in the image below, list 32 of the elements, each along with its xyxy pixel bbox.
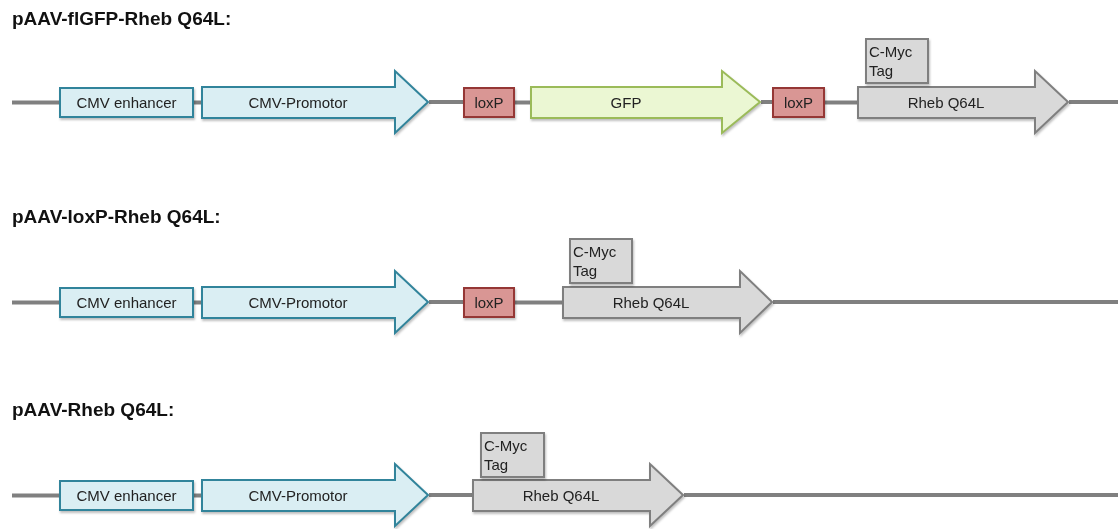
dna-backbone-line — [12, 493, 59, 498]
construct-heading: pAAV-flGFP-Rheb Q64L: — [12, 8, 232, 30]
enhancer-box: CMV enhancer — [59, 87, 194, 118]
dna-backbone-line — [773, 300, 1118, 304]
dna-backbone-line — [825, 100, 857, 105]
tag-box: C-Myc Tag — [480, 432, 545, 478]
dna-backbone-line — [761, 100, 772, 104]
dna-backbone-line — [12, 300, 59, 305]
dna-backbone-line — [194, 100, 201, 105]
dna-backbone-line — [12, 100, 59, 105]
dna-backbone-line — [429, 100, 463, 104]
enhancer-box: CMV enhancer — [59, 287, 194, 318]
dna-backbone-line — [684, 493, 1118, 497]
promoter-segment: CMV-Promotor — [201, 270, 429, 334]
dna-backbone-line — [194, 493, 201, 498]
dna-backbone-line — [429, 493, 472, 497]
loxp-box: loxP — [463, 287, 515, 318]
promoter-segment: CMV-Promotor — [201, 70, 429, 134]
dna-backbone-line — [429, 300, 463, 304]
construct-heading: pAAV-loxP-Rheb Q64L: — [12, 206, 221, 228]
dna-backbone-line — [1069, 100, 1118, 104]
dna-backbone-line — [194, 300, 201, 305]
promoter-segment: CMV-Promotor — [201, 463, 429, 527]
loxp-box: loxP — [463, 87, 515, 118]
gene-segment: GFP — [530, 70, 761, 134]
tag-box: C-Myc Tag — [569, 238, 633, 284]
loxp-box: loxP — [772, 87, 825, 118]
dna-backbone-line — [515, 100, 530, 105]
tag-box: C-Myc Tag — [865, 38, 929, 84]
construct-heading: pAAV-Rheb Q64L: — [12, 399, 175, 421]
dna-backbone-line — [515, 300, 562, 305]
enhancer-box: CMV enhancer — [59, 480, 194, 511]
